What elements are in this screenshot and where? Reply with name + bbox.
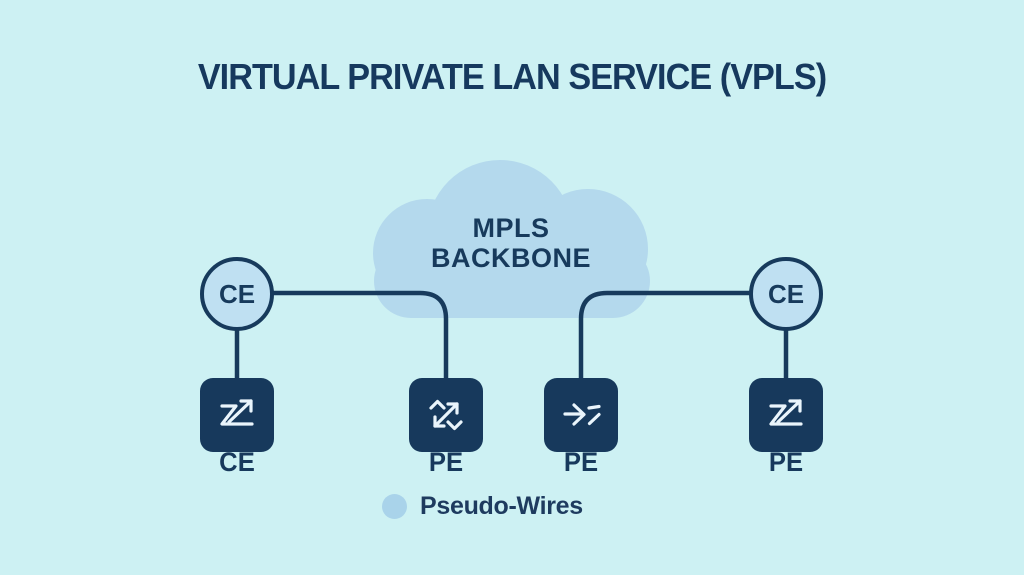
device-label-pe-1: PE (428, 447, 464, 477)
device-label-ce: CE (219, 447, 255, 477)
device-box-pe-2 (544, 378, 618, 452)
mpls-backbone-label: MPLS BACKBONE (430, 213, 591, 273)
ce-node-right: CE (749, 257, 823, 331)
arrow-right-merge-icon (563, 403, 601, 426)
bidirectional-arrows-icon (429, 399, 463, 431)
page-title: VIRTUAL PRIVATE LAN SERVICE (VPLS) (197, 56, 827, 97)
device-box-pe-3 (749, 378, 823, 452)
router-trend-arrow-icon (769, 399, 803, 426)
ce-node-left: CE (200, 257, 274, 331)
mpls-cloud-shape (373, 160, 650, 318)
device-label-pe-2: PE (563, 447, 599, 477)
ce-node-left-label: CE (218, 278, 256, 309)
link-right-ce-to-pe-elbow (578, 290, 752, 383)
device-box-ce (200, 378, 274, 452)
device-label-pe-3: PE (768, 447, 804, 477)
router-trend-arrow-icon (220, 399, 254, 426)
legend: Pseudo-Wires (382, 492, 583, 521)
legend-label: Pseudo-Wires (420, 492, 583, 520)
link-left-ce-to-pe-elbow (271, 290, 449, 383)
device-box-pe-1 (409, 378, 483, 452)
ce-node-right-label: CE (767, 278, 805, 309)
pseudo-wire-dot-icon (382, 494, 407, 519)
